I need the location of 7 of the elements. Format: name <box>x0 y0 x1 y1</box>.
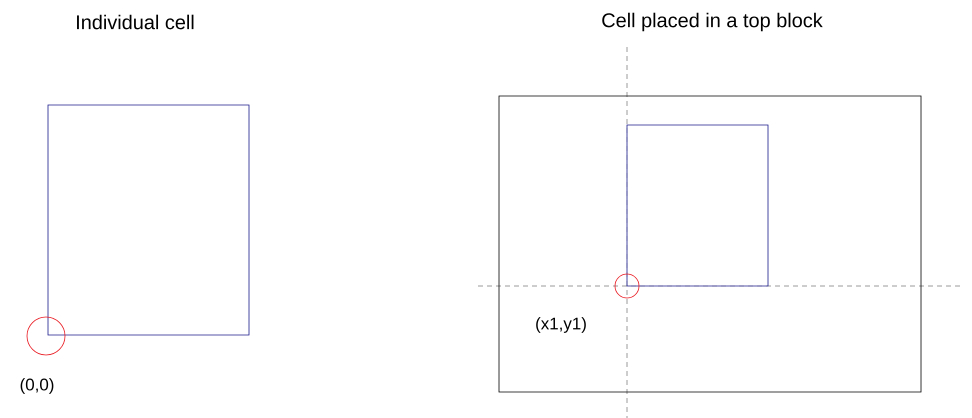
heading: Individual cell <box>77 14 194 30</box>
cell-box <box>48 104 250 336</box>
cell-box <box>626 124 768 286</box>
block-box <box>498 96 922 392</box>
coordinate-label: (0,0) <box>20 378 54 394</box>
coordinate-label: (x1,y1) <box>536 317 586 333</box>
heading: Cell placed in a top block <box>602 12 823 32</box>
